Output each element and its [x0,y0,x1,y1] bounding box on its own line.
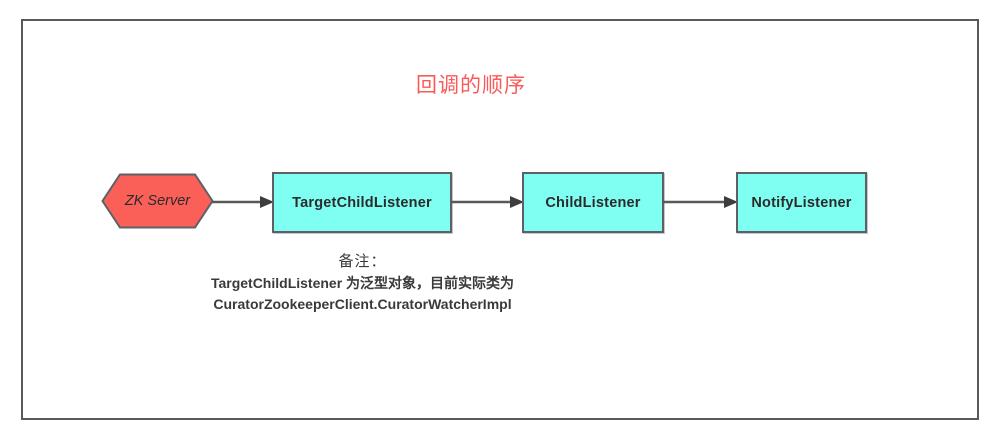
note-heading: 备注： [338,254,387,270]
arrow-zk-to-target [212,195,274,209]
node-target-child-listener-label: TargetChildListener [292,194,432,211]
node-zk-server[interactable]: ZK Server [101,173,214,229]
node-notify-listener[interactable]: NotifyListener [736,172,867,233]
arrow-child-to-notify [662,195,738,209]
node-target-child-listener[interactable]: TargetChildListener [272,172,452,233]
page-title: 回调的顺序 [0,72,1000,98]
hexagon-shape: ZK Server [101,173,214,229]
note-block: 备注： TargetChildListener 为泛型对象，目前实际类为 Cur… [0,252,725,315]
node-notify-listener-label: NotifyListener [751,194,852,211]
arrow-target-to-child [450,195,524,209]
node-zk-server-label: ZK Server [124,193,191,209]
page-title-text: 回调的顺序 [416,73,526,97]
note-line-1: TargetChildListener 为泛型对象，目前实际类为 [210,275,515,291]
node-child-listener[interactable]: ChildListener [522,172,664,233]
node-child-listener-label: ChildListener [545,194,641,211]
note-line-2: CuratorZookeeperClient.CuratorWatcherImp… [213,296,512,312]
